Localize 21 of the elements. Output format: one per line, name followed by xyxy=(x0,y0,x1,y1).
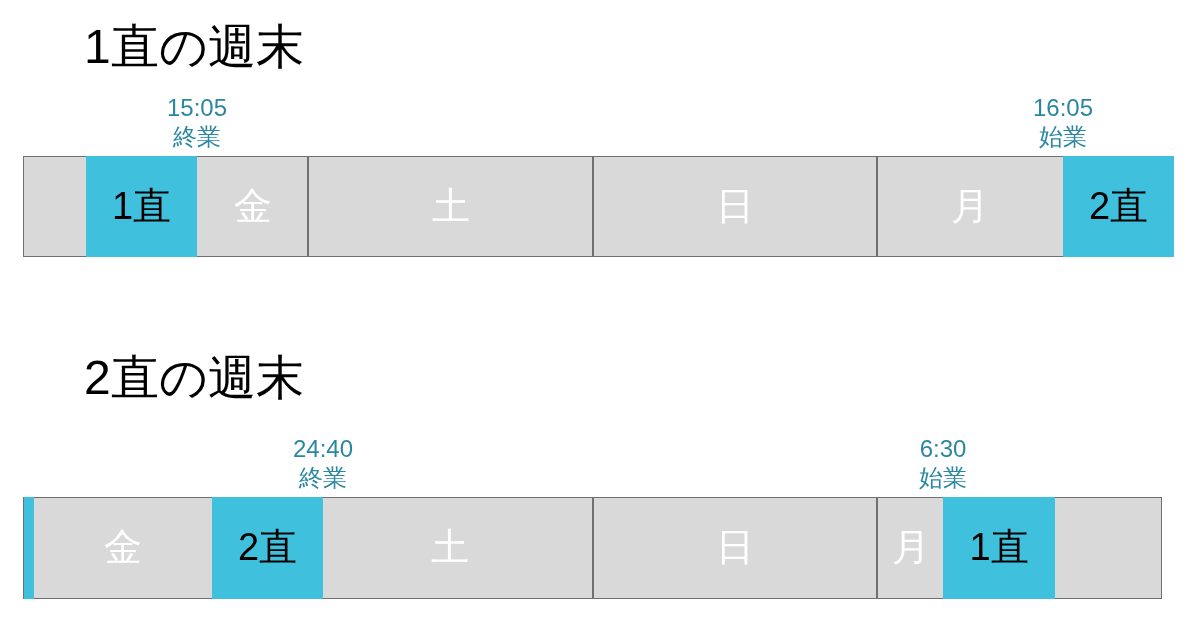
day-cell xyxy=(323,497,593,599)
status-label: 終業 xyxy=(299,463,347,492)
shift-label: 1直 xyxy=(969,527,1029,569)
day-cell xyxy=(877,156,1063,257)
time-label: 24:40 xyxy=(292,434,354,463)
shift-bar xyxy=(24,497,34,599)
section-heading: 1直の週末 xyxy=(84,19,304,75)
time-label: 6:30 xyxy=(919,434,967,463)
shift-label: 2直 xyxy=(237,527,298,569)
shift-label: 1直 xyxy=(111,185,172,228)
status-label: 終業 xyxy=(173,122,221,151)
section-heading: 2直の週末 xyxy=(84,350,304,406)
status-label: 始業 xyxy=(1039,122,1087,151)
day-cell xyxy=(593,497,877,599)
day-cell xyxy=(23,497,212,599)
status-label: 始業 xyxy=(919,463,967,492)
shift-label: 2直 xyxy=(1088,185,1149,228)
time-label: 15:05 xyxy=(166,93,228,122)
time-label: 16:05 xyxy=(1032,93,1094,122)
day-cell xyxy=(308,156,593,257)
day-cell xyxy=(593,156,877,257)
